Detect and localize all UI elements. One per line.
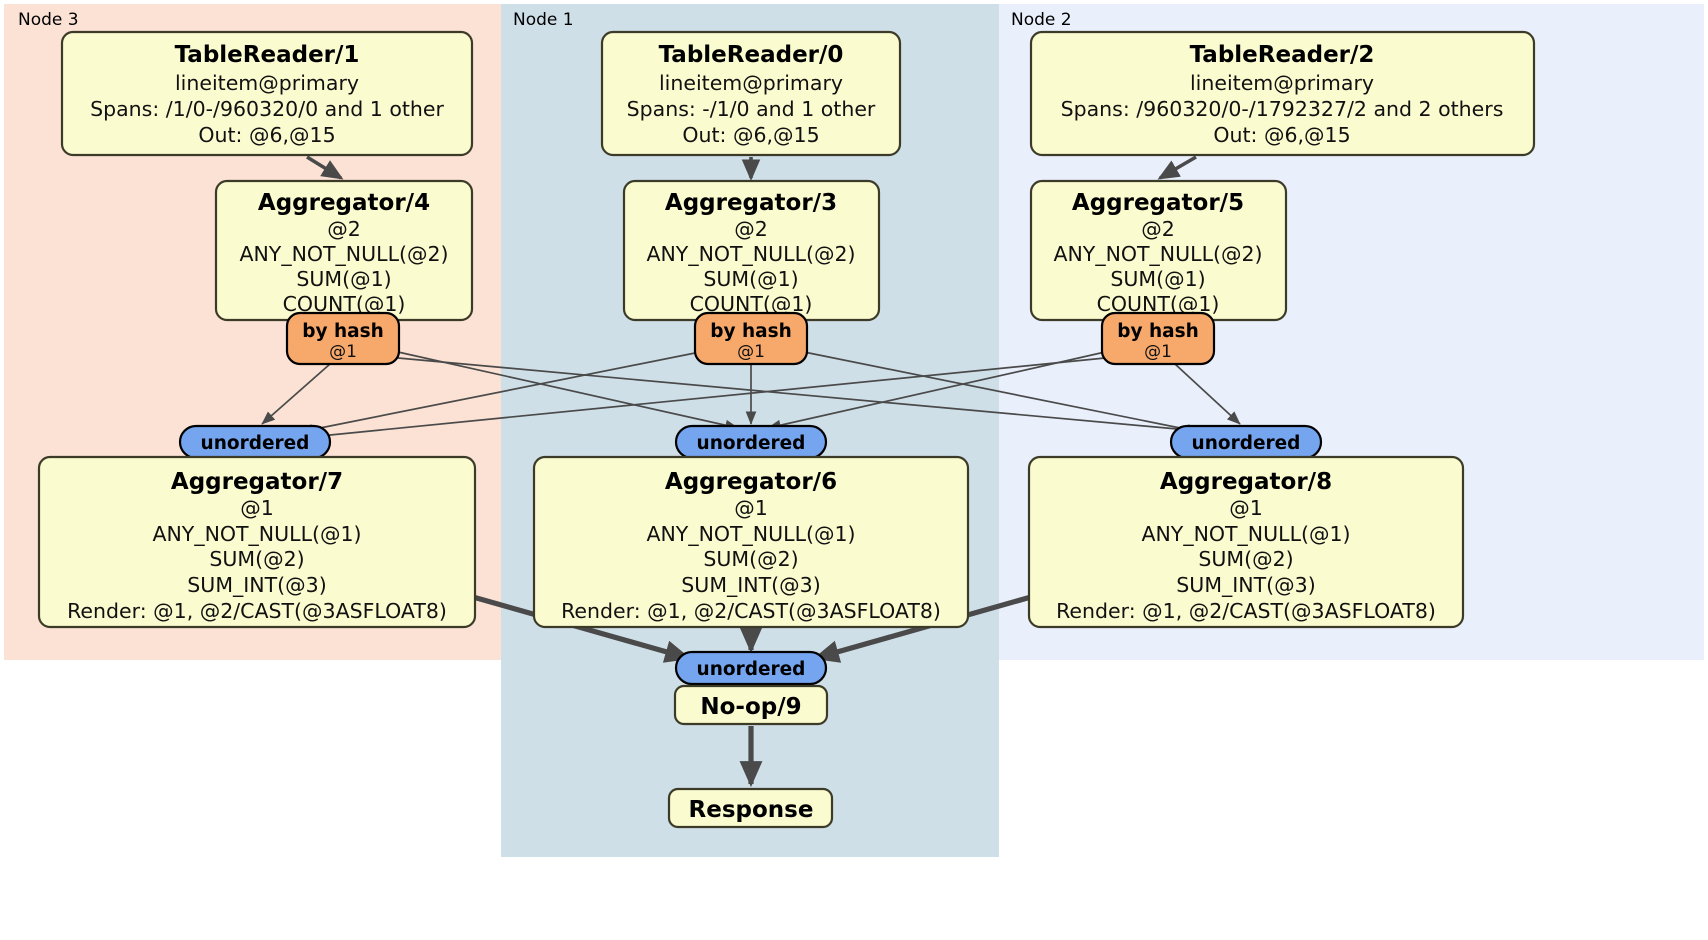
aggregator5-title: Aggregator/5	[1072, 190, 1244, 216]
aggregator8-line-1: ANY_NOT_NULL(@1)	[1141, 522, 1350, 547]
aggregator7-line-0: @1	[240, 496, 274, 520]
edge-tablereader1-to-aggregator4	[306, 155, 344, 180]
aggregator4-line-0: @2	[327, 217, 361, 241]
tablereader0-line-0: lineitem@primary	[659, 71, 843, 95]
unordered-label-9: unordered	[697, 659, 806, 680]
aggregator7-line-1: ANY_NOT_NULL(@1)	[152, 522, 361, 547]
tablereader0-title: TableReader/0	[659, 42, 844, 68]
aggregator6-line-1: ANY_NOT_NULL(@1)	[646, 522, 855, 547]
aggregator7-line-2: SUM(@2)	[209, 547, 304, 571]
edge-hash4-to-unordered7	[261, 363, 331, 425]
output-by-hash-aggregator3[interactable]: by hash @1	[693, 311, 809, 366]
processor-aggregator3[interactable]: Aggregator/3 @2 ANY_NOT_NULL(@2) SUM(@1)…	[622, 179, 881, 322]
tablereader0-line-1: Spans: -/1/0 and 1 other	[627, 97, 876, 121]
edge-hash3-to-unordered8	[803, 351, 1201, 435]
aggregator5-line-1: ANY_NOT_NULL(@2)	[1053, 242, 1262, 267]
edge-hash5-to-unordered6	[767, 351, 1106, 431]
processor-aggregator6[interactable]: Aggregator/6 @1 ANY_NOT_NULL(@1) SUM(@2)…	[532, 455, 970, 629]
edge-hash5-to-unordered8	[1174, 363, 1241, 425]
aggregator8-line-0: @1	[1229, 496, 1263, 520]
aggregator8-line-3: SUM_INT(@3)	[1176, 573, 1315, 598]
tablereader2-line-2: Out: @6,@15	[1213, 123, 1350, 147]
aggregator6-line-4: Render: @1, @2/CAST(@3ASFLOAT8)	[561, 599, 941, 623]
edge-hash5-to-unordered7	[299, 357, 1106, 443]
aggregator5-line-0: @2	[1141, 217, 1175, 241]
tablereader1-line-2: Out: @6,@15	[198, 123, 335, 147]
panel-node3-label: Node 3	[18, 10, 79, 30]
by-hash-sub-3: @1	[737, 342, 765, 362]
panel-node1-label: Node 1	[513, 10, 574, 30]
aggregator4-line-1: ANY_NOT_NULL(@2)	[239, 242, 448, 267]
aggregator3-line-1: ANY_NOT_NULL(@2)	[646, 242, 855, 267]
unordered-label-6: unordered	[697, 433, 806, 454]
tablereader2-title: TableReader/2	[1190, 42, 1375, 68]
processor-tablereader0[interactable]: TableReader/0 lineitem@primary Spans: -/…	[600, 30, 902, 157]
aggregator3-line-0: @2	[734, 217, 768, 241]
by-hash-label-5: by hash	[1117, 321, 1199, 342]
aggregator4-line-2: SUM(@1)	[296, 267, 391, 291]
aggregator8-line-4: Render: @1, @2/CAST(@3ASFLOAT8)	[1056, 599, 1436, 623]
by-hash-label-4: by hash	[302, 321, 384, 342]
processor-tablereader2[interactable]: TableReader/2 lineitem@primary Spans: /9…	[1029, 30, 1536, 157]
aggregator8-line-2: SUM(@2)	[1198, 547, 1293, 571]
by-hash-sub-4: @1	[329, 342, 357, 362]
response-title: Response	[689, 797, 814, 823]
tablereader2-line-0: lineitem@primary	[1190, 71, 1374, 95]
aggregator7-line-4: Render: @1, @2/CAST(@3ASFLOAT8)	[67, 599, 447, 623]
input-unordered-aggregator7[interactable]: unordered	[178, 424, 332, 460]
aggregator6-title: Aggregator/6	[665, 469, 837, 495]
processor-tablereader1[interactable]: TableReader/1 lineitem@primary Spans: /1…	[60, 30, 474, 157]
processor-noop9[interactable]: No-op/9	[673, 684, 829, 726]
aggregator6-line-2: SUM(@2)	[703, 547, 798, 571]
processor-aggregator8[interactable]: Aggregator/8 @1 ANY_NOT_NULL(@1) SUM(@2)…	[1027, 455, 1465, 629]
aggregator7-title: Aggregator/7	[171, 469, 343, 495]
tablereader2-line-1: Spans: /960320/0-/1792327/2 and 2 others	[1061, 97, 1504, 121]
tablereader1-title: TableReader/1	[175, 42, 360, 68]
aggregator4-title: Aggregator/4	[258, 190, 430, 216]
tablereader0-line-2: Out: @6,@15	[682, 123, 819, 147]
edge-tablereader2-to-aggregator5	[1157, 155, 1197, 180]
output-by-hash-aggregator4[interactable]: by hash @1	[285, 311, 401, 366]
panel-node2-label: Node 2	[1011, 10, 1072, 30]
aggregator6-line-0: @1	[734, 496, 768, 520]
processor-aggregator7[interactable]: Aggregator/7 @1 ANY_NOT_NULL(@1) SUM(@2)…	[37, 455, 477, 629]
edge-hash4-to-unordered6	[397, 351, 739, 431]
aggregator3-title: Aggregator/3	[665, 190, 837, 216]
output-by-hash-aggregator5[interactable]: by hash @1	[1100, 311, 1216, 366]
noop9-title: No-op/9	[700, 694, 801, 720]
processor-aggregator4[interactable]: Aggregator/4 @2 ANY_NOT_NULL(@2) SUM(@1)…	[214, 179, 474, 322]
aggregator8-title: Aggregator/8	[1160, 469, 1332, 495]
input-unordered-noop9[interactable]: unordered	[674, 650, 828, 686]
processor-aggregator5[interactable]: Aggregator/5 @2 ANY_NOT_NULL(@2) SUM(@1)…	[1029, 179, 1288, 322]
aggregator6-line-3: SUM_INT(@3)	[681, 573, 820, 598]
by-hash-label-3: by hash	[710, 321, 792, 342]
unordered-label-7: unordered	[201, 433, 310, 454]
edge-hash3-to-unordered7	[299, 351, 701, 435]
aggregator3-line-2: SUM(@1)	[703, 267, 798, 291]
aggregator5-line-2: SUM(@1)	[1110, 267, 1205, 291]
input-unordered-aggregator8[interactable]: unordered	[1169, 424, 1323, 460]
processor-response[interactable]: Response	[667, 787, 834, 829]
tablereader1-line-0: lineitem@primary	[175, 71, 359, 95]
edge-hash4-to-unordered8	[397, 357, 1233, 439]
aggregator7-line-3: SUM_INT(@3)	[187, 573, 326, 598]
unordered-label-8: unordered	[1192, 433, 1301, 454]
tablereader1-line-1: Spans: /1/0-/960320/0 and 1 other	[90, 97, 444, 121]
input-unordered-aggregator6[interactable]: unordered	[674, 424, 828, 460]
by-hash-sub-5: @1	[1144, 342, 1172, 362]
